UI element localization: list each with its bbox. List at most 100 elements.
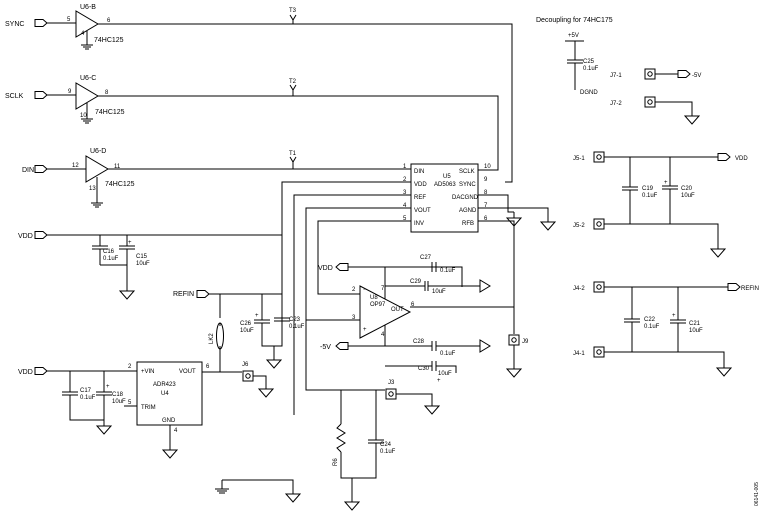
svg-text:C16: C16 <box>103 249 115 255</box>
buffer-u6b: SYNC U6-B 74HC125 5 6 4 <box>5 4 513 183</box>
svg-text:C28: C28 <box>413 339 425 345</box>
svg-text:10: 10 <box>484 164 491 170</box>
svg-text:C20: C20 <box>681 186 693 192</box>
jack-j5-1 <box>593 151 605 163</box>
decoupling-note: Decoupling for 74HC175 <box>536 17 613 24</box>
testpoint-t3: T3 <box>289 8 297 24</box>
svg-text:VOUT: VOUT <box>179 369 196 375</box>
svg-text:10uF: 10uF <box>438 371 452 377</box>
svg-text:+: + <box>437 378 441 384</box>
svg-text:RFB: RFB <box>462 221 474 227</box>
minus5v-port <box>335 342 349 350</box>
svg-text:OUT: OUT <box>391 307 404 313</box>
svg-text:C25: C25 <box>583 59 595 65</box>
testpoint-t1: T1 <box>289 151 297 169</box>
svg-text:J6: J6 <box>242 362 249 368</box>
u6c-pin-in: 9 <box>68 89 72 95</box>
svg-text:J4-1: J4-1 <box>573 351 585 357</box>
u6b-ref: U6-B <box>80 4 96 11</box>
digital-ground-bar <box>215 479 301 503</box>
svg-text:REFIN: REFIN <box>173 291 194 298</box>
svg-text:0.1uF: 0.1uF <box>642 193 658 199</box>
svg-text:0.1uF: 0.1uF <box>289 324 305 330</box>
svg-text:9: 9 <box>484 177 488 183</box>
u6d-pin-out: 11 <box>114 164 121 170</box>
svg-text:−: − <box>363 287 367 293</box>
svg-text:J5-2: J5-2 <box>573 223 585 229</box>
svg-text:0.1uF: 0.1uF <box>103 256 119 262</box>
svg-text:U8: U8 <box>370 295 378 301</box>
jack-j6 <box>242 370 254 382</box>
svg-text:ADR423: ADR423 <box>153 382 176 388</box>
u6d-ref: U6-D <box>90 148 106 155</box>
figure-id: 06141-005 <box>754 482 760 506</box>
svg-text:+VIN: +VIN <box>141 369 155 375</box>
svg-text:6: 6 <box>411 302 415 308</box>
svg-text:DACGND: DACGND <box>452 195 479 201</box>
svg-text:C22: C22 <box>644 317 656 323</box>
svg-text:5: 5 <box>128 400 132 406</box>
u6c-pin-en: 10 <box>80 113 87 119</box>
svg-text:SCLK: SCLK <box>459 169 475 175</box>
svg-text:VDD: VDD <box>18 369 33 376</box>
svg-text:DGND: DGND <box>580 90 598 96</box>
svg-text:J9: J9 <box>522 339 529 345</box>
svg-text:+: + <box>255 313 259 319</box>
svg-text:REF: REF <box>414 195 426 201</box>
svg-text:VDD: VDD <box>735 156 748 162</box>
svg-text:6: 6 <box>484 216 488 222</box>
svg-text:+5V: +5V <box>568 33 579 39</box>
refin-port <box>196 290 210 298</box>
svg-text:J3: J3 <box>388 380 395 386</box>
j4-refin-filter: J4-2 REFIN C22 0.1uF C21 10uF + J4-1 <box>573 281 759 377</box>
output-j3-r6-c24: J3 R6 C24 0.1uF <box>333 380 440 511</box>
svg-text:2: 2 <box>403 177 407 183</box>
svg-text:C30: C30 <box>418 366 430 372</box>
svg-text:C15: C15 <box>136 254 148 260</box>
svg-text:J7-2: J7-2 <box>610 101 622 107</box>
jack-j5-2 <box>593 218 605 230</box>
svg-text:2: 2 <box>352 287 356 293</box>
svg-text:5: 5 <box>403 216 407 222</box>
svg-text:LK2: LK2 <box>209 333 215 344</box>
svg-text:GND: GND <box>162 418 176 424</box>
svg-text:+: + <box>363 327 367 333</box>
u6b-pin-out: 6 <box>107 18 111 24</box>
svg-text:C21: C21 <box>689 321 701 327</box>
svg-text:T1: T1 <box>289 151 297 157</box>
jack-j4-2 <box>593 281 605 293</box>
u6c-pin-out: 8 <box>105 90 109 96</box>
svg-text:2: 2 <box>128 364 132 370</box>
sclk-label: SCLK <box>5 93 24 100</box>
u6d-part: 74HC125 <box>105 181 135 188</box>
vdd-port-j5 <box>717 153 731 161</box>
svg-text:10uF: 10uF <box>689 328 703 334</box>
svg-text:C24: C24 <box>380 442 392 448</box>
svg-text:-5V: -5V <box>320 344 331 351</box>
svg-text:C19: C19 <box>642 186 654 192</box>
u6b-pin-in: 5 <box>67 17 71 23</box>
jack-j4-1 <box>593 346 605 358</box>
svg-text:1: 1 <box>403 164 407 170</box>
decoupling-74hc175: +5V C25 0.1uF DGND J7-1 -5V J7-2 <box>565 33 701 125</box>
sync-port <box>34 19 48 27</box>
svg-text:OP97: OP97 <box>370 302 386 308</box>
u6c-ref: U6-C <box>80 75 96 82</box>
svg-text:VOUT: VOUT <box>414 208 431 214</box>
opamp-u8-op97: U8 OP97 OUT 2 3 6 7 4 − + VDD -5V C27 0.… <box>306 255 529 384</box>
svg-text:AGND: AGND <box>459 208 477 214</box>
sclk-port <box>34 91 48 99</box>
svg-text:SYNC: SYNC <box>459 182 476 188</box>
svg-text:-5V: -5V <box>692 73 701 79</box>
svg-text:10uF: 10uF <box>136 261 150 267</box>
svg-text:T3: T3 <box>289 8 297 14</box>
svg-text:C27: C27 <box>420 255 432 261</box>
svg-text:DIN: DIN <box>414 169 424 175</box>
vdd-input-filter: VDD C16 0.1uF C15 10uF + <box>18 231 282 300</box>
svg-text:0.1uF: 0.1uF <box>380 449 396 455</box>
svg-text:C17: C17 <box>80 388 92 394</box>
svg-text:VDD: VDD <box>414 182 427 188</box>
refin-port-j4 <box>727 283 741 291</box>
svg-text:J4-2: J4-2 <box>573 286 585 292</box>
